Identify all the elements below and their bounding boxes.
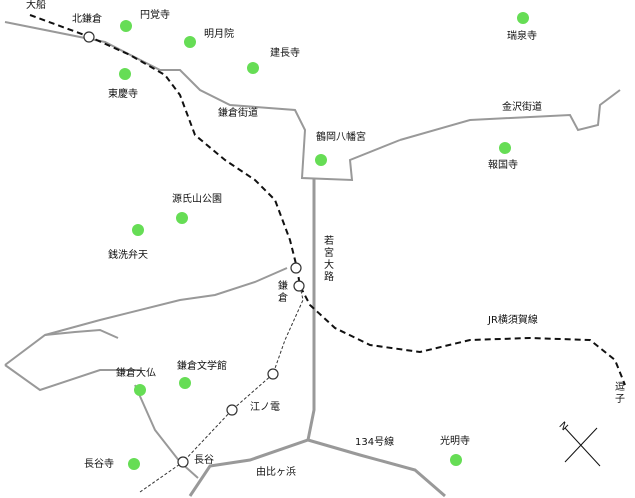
road-kamakura-kaido: [4, 21, 401, 182]
road-west-lower: [4, 328, 119, 366]
landmark-label-bungakukan[interactable]: 鎌倉文学館: [177, 361, 227, 372]
rail-label-jr-yokosuka: JR横須賀線: [488, 315, 538, 326]
road-label-kamakura-kaido: 鎌倉街道: [218, 108, 258, 119]
landmark-label-hasedera[interactable]: 長谷寺: [84, 459, 114, 470]
station-marker-kamakura-jr[interactable]: [290, 262, 302, 274]
landmark-label-kenchoji[interactable]: 建長寺: [270, 48, 300, 59]
landmark-label-zuisenji[interactable]: 瑞泉寺: [507, 31, 537, 42]
landmark-label-tokeiji[interactable]: 東慶寺: [108, 89, 138, 100]
road-kanazawa-kaido: [399, 89, 621, 141]
road-label-kanazawa-kaido: 金沢街道: [502, 102, 542, 113]
landmark-label-engakuji[interactable]: 円覚寺: [140, 10, 170, 21]
landmark-label-tsurugaoka[interactable]: 鶴岡八幡宮: [316, 132, 366, 143]
road-southwest: [4, 364, 140, 392]
landmark-dot-meigetsuin[interactable]: [184, 36, 196, 48]
station-marker-hase[interactable]: [177, 456, 189, 468]
landmark-label-daibutsu[interactable]: 鎌倉大仏: [116, 368, 156, 379]
landmark-dot-zuisenji[interactable]: [517, 12, 529, 24]
landmark-label-genjiyama[interactable]: 源氏山公園: [172, 194, 222, 205]
landmark-dot-tokeiji[interactable]: [119, 68, 131, 80]
direction-zushi: 逗子: [615, 382, 625, 405]
landmark-dot-kenchoji[interactable]: [247, 62, 259, 74]
landmark-label-komyoji[interactable]: 光明寺: [440, 436, 470, 447]
landmark-dot-genjiyama[interactable]: [176, 212, 188, 224]
landmark-dot-komyoji[interactable]: [450, 454, 462, 466]
station-label-hase[interactable]: 長谷: [194, 455, 214, 466]
landmark-dot-hasedera[interactable]: [128, 458, 140, 470]
landmark-label-hokokuji[interactable]: 報国寺: [488, 160, 518, 171]
compass-arrow: [564, 427, 601, 467]
landmark-dot-tsurugaoka[interactable]: [315, 154, 327, 166]
road-label-route-134: 134号線: [355, 437, 395, 448]
road-to-hase: [134, 384, 199, 479]
landmark-dot-engakuji[interactable]: [120, 20, 132, 32]
landmark-dot-zeniarai[interactable]: [132, 224, 144, 236]
station-marker-enoden-1[interactable]: [267, 368, 279, 380]
station-label-kita-kamakura[interactable]: 北鎌倉: [72, 14, 102, 25]
station-marker-kamakura-enoden[interactable]: [293, 280, 305, 292]
landmark-label-meigetsuin[interactable]: 明月院: [204, 29, 234, 40]
road-west-upper: [44, 267, 288, 336]
station-marker-kita-kamakura[interactable]: [83, 31, 95, 43]
landmark-dot-daibutsu[interactable]: [134, 384, 146, 396]
station-marker-enoden-2[interactable]: [226, 404, 238, 416]
direction-ofuna: 大船: [26, 0, 46, 11]
landmark-label-zeniarai[interactable]: 銭洗弁天: [108, 250, 148, 261]
road-route-134: [188, 438, 446, 498]
rail-label-enoden: 江ノ電: [250, 402, 280, 413]
road-wakamiya-oji: [306, 178, 316, 441]
area-label-yuigahama: 由比ヶ浜: [256, 467, 296, 478]
landmark-dot-bungakukan[interactable]: [179, 377, 191, 389]
station-label-kamakura[interactable]: 鎌倉: [278, 281, 288, 304]
road-label-wakamiya-oji: 若宮大路: [324, 236, 334, 283]
landmark-dot-hokokuji[interactable]: [499, 142, 511, 154]
